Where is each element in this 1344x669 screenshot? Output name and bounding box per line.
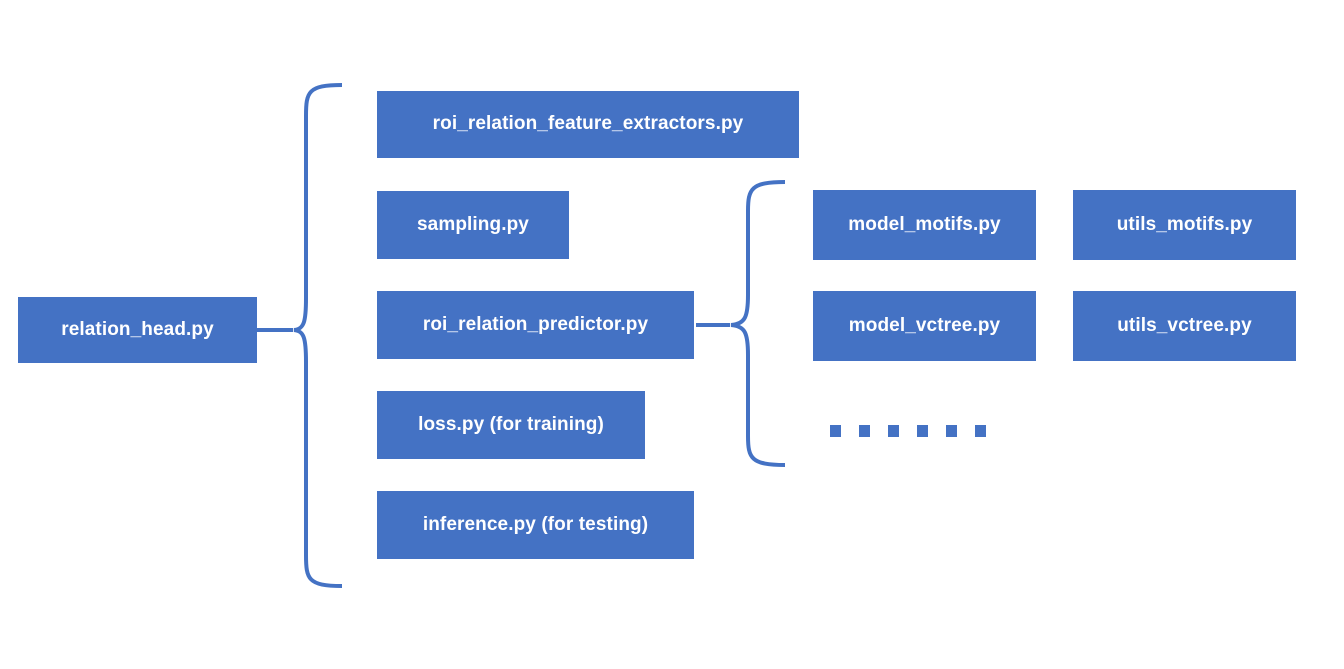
node-relation-head[interactable]: relation_head.py (18, 297, 257, 363)
predictor-brace-curve (730, 180, 786, 467)
ellipsis-dot (975, 425, 986, 437)
root-brace (257, 83, 343, 588)
ellipsis-dot (946, 425, 957, 437)
node-utils-vctree[interactable]: utils_vctree.py (1073, 291, 1296, 361)
root-brace-curve (293, 83, 343, 588)
node-inference[interactable]: inference.py (for testing) (377, 491, 694, 559)
node-sampling[interactable]: sampling.py (377, 191, 569, 259)
node-roi-relation-predictor[interactable]: roi_relation_predictor.py (377, 291, 694, 359)
node-model-motifs[interactable]: model_motifs.py (813, 190, 1036, 260)
node-utils-motifs[interactable]: utils_motifs.py (1073, 190, 1296, 260)
node-label: sampling.py (417, 213, 529, 235)
node-loss[interactable]: loss.py (for training) (377, 391, 645, 459)
ellipsis-dot (917, 425, 928, 437)
node-label: inference.py (for testing) (422, 513, 649, 535)
node-label: model_motifs.py (848, 213, 1001, 235)
ellipsis-dot (830, 425, 841, 437)
node-model-vctree[interactable]: model_vctree.py (813, 291, 1036, 361)
ellipsis-more-predictors (830, 425, 986, 437)
ellipsis-dot (859, 425, 870, 437)
node-label: utils_vctree.py (1117, 314, 1252, 336)
node-roi-relation-feature-extractors[interactable]: roi_relation_feature_extractors.py (377, 91, 799, 158)
node-label: model_vctree.py (848, 314, 1001, 336)
ellipsis-dot (888, 425, 899, 437)
node-label: relation_head.py (61, 318, 214, 340)
node-label: roi_relation_feature_extractors.py (432, 113, 744, 135)
node-label: loss.py (for training) (418, 413, 604, 435)
predictor-brace (696, 180, 786, 467)
node-label: utils_motifs.py (1116, 213, 1253, 235)
node-label: roi_relation_predictor.py (422, 313, 649, 335)
